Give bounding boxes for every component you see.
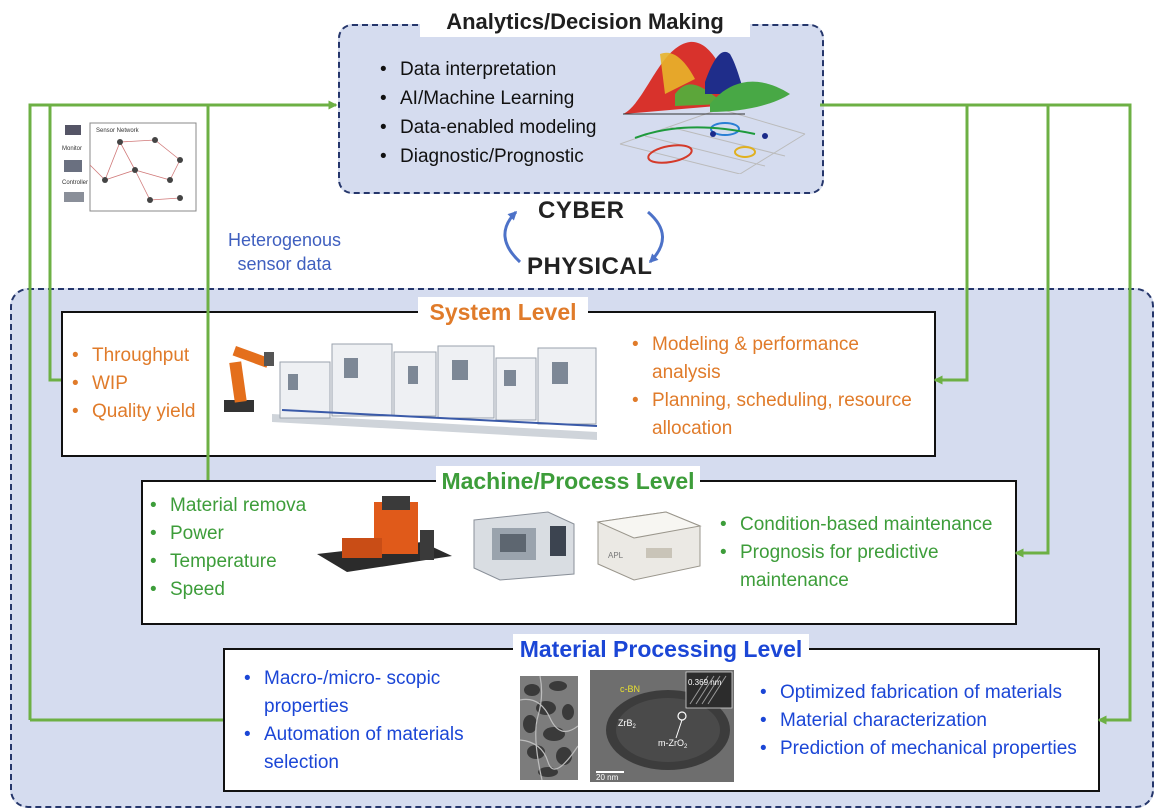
system-metric: WIP: [72, 370, 212, 398]
machine-right-list: Condition-based maintenance Prognosis fo…: [720, 511, 1005, 595]
tem-cbn-label: c-BN: [620, 684, 640, 694]
network-label-sensor: Sensor Network: [96, 128, 140, 134]
cyber-label: CYBER: [538, 197, 625, 224]
tem-mzro2-label: m-ZrO2: [658, 738, 688, 750]
heterogenous-sensor-data-label: Heterogenous sensor data: [212, 228, 357, 276]
machine-level-title: Machine/Process Level: [436, 466, 700, 496]
system-function: Planning, scheduling, resource allocatio…: [632, 387, 922, 443]
material-property: Automation of materials selection: [244, 721, 479, 777]
cyber-bullet: AI/Machine Learning: [380, 84, 620, 113]
arrow-physical-to-cyber: [503, 210, 522, 264]
material-level-title: Material Processing Level: [513, 634, 809, 664]
tem-micrograph-image: 0.369 nm c-BN ZrB2 m-ZrO2 20 nm: [590, 670, 734, 782]
cyber-bullet: Diagnostic/Prognostic: [380, 142, 620, 171]
sensor-label-line2: sensor data: [237, 254, 332, 274]
sensor-network-illustration: Sensor Network Monitor Controller: [62, 122, 197, 212]
system-left-list: Throughput WIP Quality yield: [72, 342, 212, 426]
material-right-list: Optimized fabrication of materials Mater…: [760, 679, 1095, 763]
material-function: Prediction of mechanical properties: [760, 735, 1095, 763]
tem-scale-label: 20 nm: [596, 773, 619, 782]
tem-spacing-label: 0.369 nm: [688, 678, 722, 687]
cyber-bullet-list: Data interpretation AI/Machine Learning …: [380, 55, 620, 171]
cyber-title: Analytics/Decision Making: [420, 7, 750, 37]
machine-function: Condition-based maintenance: [720, 511, 1005, 539]
cyber-bullet: Data interpretation: [380, 55, 620, 84]
production-line-illustration: [224, 343, 598, 440]
system-right-list: Modeling & performance analysis Planning…: [632, 331, 922, 443]
machine-left-list: Material remova Power Temperature Speed: [150, 492, 310, 604]
machine-function: Prognosis for predictive maintenance: [720, 539, 1005, 595]
cyber-bullet: Data-enabled modeling: [380, 113, 620, 142]
system-function: Modeling & performance analysis: [632, 331, 922, 387]
sensor-label-line1: Heterogenous: [227, 230, 342, 250]
system-metric: Quality yield: [72, 398, 212, 426]
additive-machine-image: APL: [596, 511, 702, 581]
physical-label: PHYSICAL: [527, 253, 653, 280]
machine-brand-mark: APL: [608, 551, 624, 560]
machine-metric: Power: [150, 520, 310, 548]
machine-metric: Speed: [150, 576, 310, 604]
cnc-lathe-image: [473, 511, 575, 581]
material-left-list: Macro-/micro- scopic properties Automati…: [244, 665, 504, 777]
surface-plot-illustration: [619, 41, 806, 174]
material-property: Macro-/micro- scopic properties: [244, 665, 479, 721]
machine-metric: Temperature: [150, 548, 310, 576]
tem-zrb2-label: ZrB2: [618, 718, 637, 730]
machine-metric: Material remova: [150, 492, 310, 520]
system-metric: Throughput: [72, 342, 212, 370]
system-level-title: System Level: [418, 297, 588, 327]
machine-left-clip: Material remova Power Temperature Speed: [150, 492, 310, 614]
material-function: Optimized fabrication of materials: [760, 679, 1095, 707]
machining-center-image: [317, 496, 452, 572]
network-label-monitor: Monitor: [62, 146, 82, 152]
sem-micrograph-image: [520, 676, 578, 780]
material-function: Material characterization: [760, 707, 1095, 735]
network-label-controller: Controller: [62, 180, 88, 186]
